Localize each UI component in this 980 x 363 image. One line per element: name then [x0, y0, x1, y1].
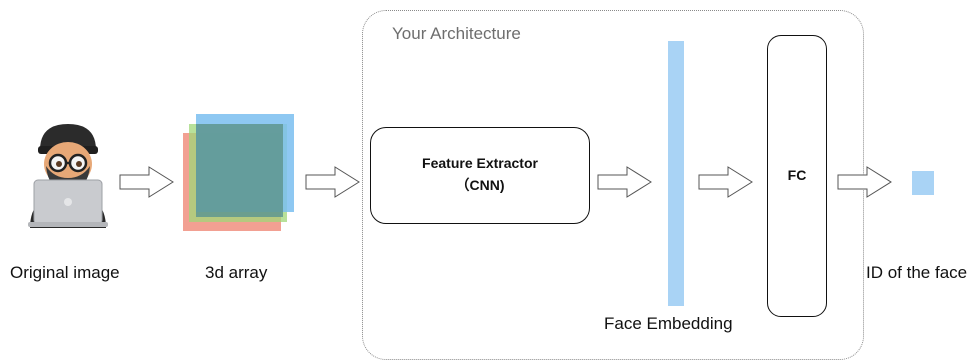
person-with-laptop-icon — [28, 124, 108, 228]
cnn-label: （CNN) — [455, 177, 505, 193]
hollow-right-arrow-icon — [597, 166, 652, 198]
array-3d-label: 3d array — [205, 263, 268, 282]
feature-extractor-text: Feature Extractor （CNN) — [370, 152, 590, 196]
hollow-right-arrow-icon — [837, 166, 892, 198]
architecture-title: Your Architecture — [392, 24, 521, 43]
fc-box — [767, 35, 827, 317]
face-id-output — [912, 171, 934, 195]
feature-extractor-label: Feature Extractor — [422, 155, 538, 171]
array-layer-overlap — [196, 124, 283, 217]
hollow-right-arrow-icon — [305, 166, 360, 198]
face-embedding-label: Face Embedding — [604, 314, 733, 333]
original-image-label: Original image — [10, 263, 120, 282]
hollow-right-arrow-icon — [119, 166, 174, 198]
fc-label: FC — [787, 167, 807, 183]
feature-extractor-box — [370, 127, 590, 224]
face-embedding-bar — [668, 41, 684, 306]
hollow-right-arrow-icon — [698, 166, 753, 198]
id-of-face-label: ID of the face — [866, 263, 968, 282]
